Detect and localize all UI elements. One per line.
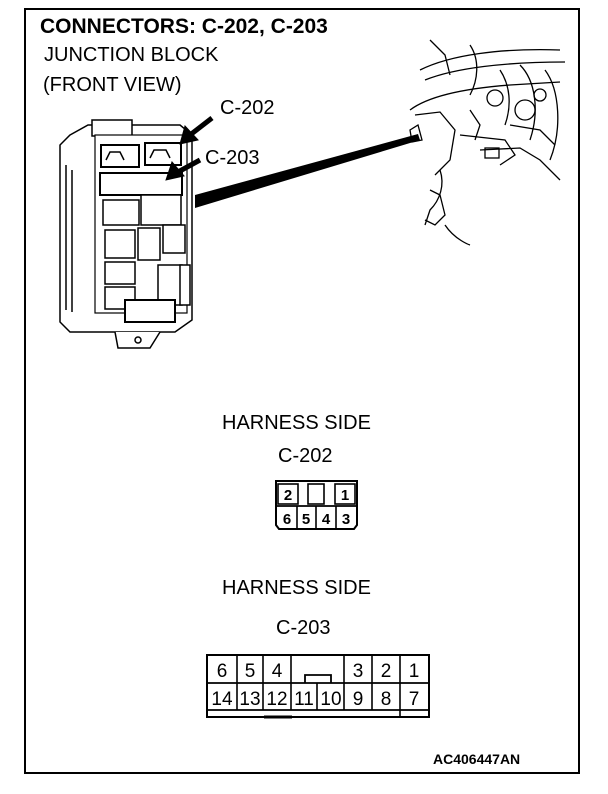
connector-c203-face [206, 654, 430, 719]
c203-pin-9: 9 [353, 689, 364, 710]
callout-arrows [165, 116, 214, 181]
c203-pin-5: 5 [245, 661, 256, 682]
c203-pin-4: 4 [272, 661, 283, 682]
c203-pin-12: 12 [266, 689, 287, 710]
c203-pin-10: 10 [320, 689, 341, 710]
c203-connector-name: C-203 [276, 617, 331, 639]
c202-pin-3: 3 [342, 511, 350, 528]
figure-code: AC406447AN [433, 751, 521, 767]
callout-c202: C-202 [220, 97, 275, 119]
junction-block-label: JUNCTION BLOCK [44, 44, 219, 66]
c202-pin-1: 1 [341, 487, 349, 504]
c203-pin-8: 8 [381, 689, 392, 710]
c202-pin-4: 4 [322, 511, 331, 528]
location-pointer [195, 134, 420, 208]
c203-pin-2: 2 [381, 661, 392, 682]
c202-pin-5: 5 [302, 511, 310, 528]
c203-pin-1: 1 [409, 661, 420, 682]
diagram-title: CONNECTORS: C-202, C-203 [40, 15, 328, 38]
c202-pin-2: 2 [284, 487, 292, 504]
callout-c203: C-203 [205, 147, 260, 169]
c203-pin-13: 13 [239, 689, 260, 710]
junction-block-illustration [59, 119, 193, 349]
c203-pin-14: 14 [211, 689, 233, 710]
c203-pin-3: 3 [353, 661, 364, 682]
c202-connector-name: C-202 [278, 445, 333, 467]
diagram-frame [24, 8, 580, 774]
c203-pin-6: 6 [217, 661, 228, 682]
dashboard-location-sketch [409, 39, 566, 246]
c202-pin-6: 6 [283, 511, 291, 528]
c203-harness-side-label: HARNESS SIDE [222, 577, 371, 599]
connector-c202-face [275, 480, 358, 530]
c203-pin-7: 7 [409, 689, 420, 710]
c202-harness-side-label: HARNESS SIDE [222, 412, 371, 434]
front-view-label: (FRONT VIEW) [43, 74, 182, 96]
c203-pin-11: 11 [294, 689, 314, 710]
